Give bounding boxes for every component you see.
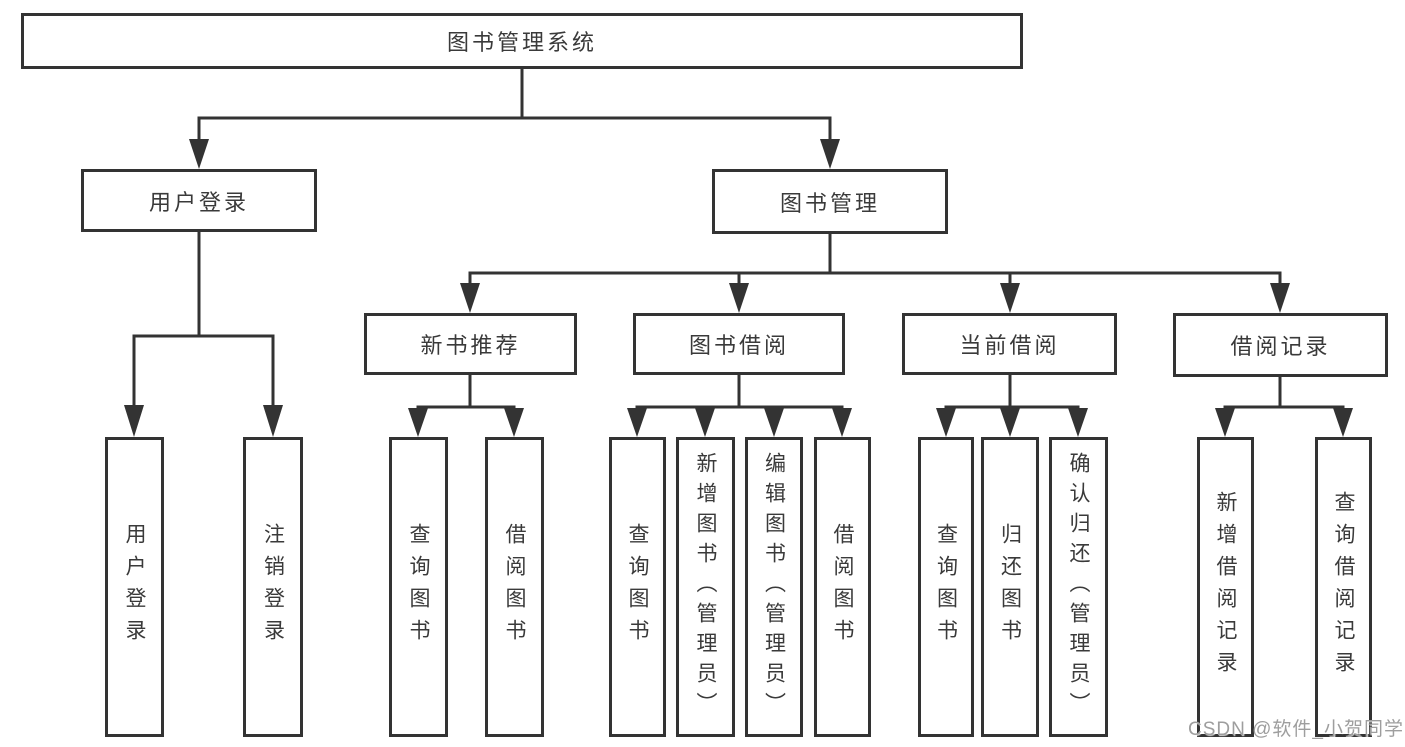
- node-label: 查询图书: [626, 523, 649, 651]
- node-label: 注销登录: [261, 523, 285, 651]
- node-book-management: 图书管理: [712, 169, 948, 234]
- leaf-logout: 注销登录: [243, 437, 303, 737]
- node-label: 查询借阅记录: [1332, 491, 1355, 683]
- node-borrowing-records: 借阅记录: [1173, 313, 1388, 377]
- node-book-borrowing: 图书借阅: [633, 313, 845, 375]
- node-label: 查询图书: [407, 523, 430, 651]
- node-label: 图书借阅: [688, 333, 789, 358]
- node-user-login: 用户登录: [81, 169, 317, 232]
- node-library-management-system: 图书管理系统: [21, 13, 1023, 69]
- node-label: 确认归还（管理员）: [1067, 452, 1090, 722]
- node-label: 借阅图书: [831, 523, 854, 651]
- node-label: 借阅记录: [1230, 334, 1331, 359]
- node-new-book-recommendation: 新书推荐: [364, 313, 577, 375]
- node-label: 用户登录: [148, 189, 249, 215]
- node-label: 编辑图书（管理员）: [762, 452, 786, 722]
- leaf-edit-books-admin: 编辑图书（管理员）: [745, 437, 803, 737]
- leaf-add-borrow-record: 新增借阅记录: [1197, 437, 1254, 737]
- node-label: 借阅图书: [503, 523, 526, 651]
- node-label: 新增借阅记录: [1214, 491, 1237, 683]
- leaf-add-books-admin: 新增图书（管理员）: [676, 437, 735, 737]
- node-label: 图书管理系统: [446, 30, 597, 55]
- leaf-confirm-return-admin: 确认归还（管理员）: [1049, 437, 1108, 737]
- watermark: CSDN @软件_小贺同学: [1188, 719, 1404, 740]
- node-label: 归还图书: [998, 523, 1022, 651]
- node-label: 用户登录: [123, 523, 146, 651]
- leaf-borrow-books: 借阅图书: [485, 437, 544, 737]
- leaf-borrow-books: 借阅图书: [814, 437, 871, 737]
- node-label: 当前借阅: [959, 333, 1060, 358]
- leaf-query-books: 查询图书: [609, 437, 666, 737]
- leaf-return-books: 归还图书: [981, 437, 1039, 737]
- leaf-query-books: 查询图书: [389, 437, 448, 737]
- leaf-query-books: 查询图书: [918, 437, 974, 737]
- node-current-borrowing: 当前借阅: [902, 313, 1117, 375]
- node-label: 新增图书（管理员）: [694, 452, 717, 722]
- node-label: 新书推荐: [420, 333, 521, 358]
- leaf-query-borrow-record: 查询借阅记录: [1315, 437, 1372, 737]
- node-label: 查询图书: [934, 523, 958, 651]
- leaf-user-login: 用户登录: [105, 437, 164, 737]
- node-label: 图书管理: [779, 190, 880, 216]
